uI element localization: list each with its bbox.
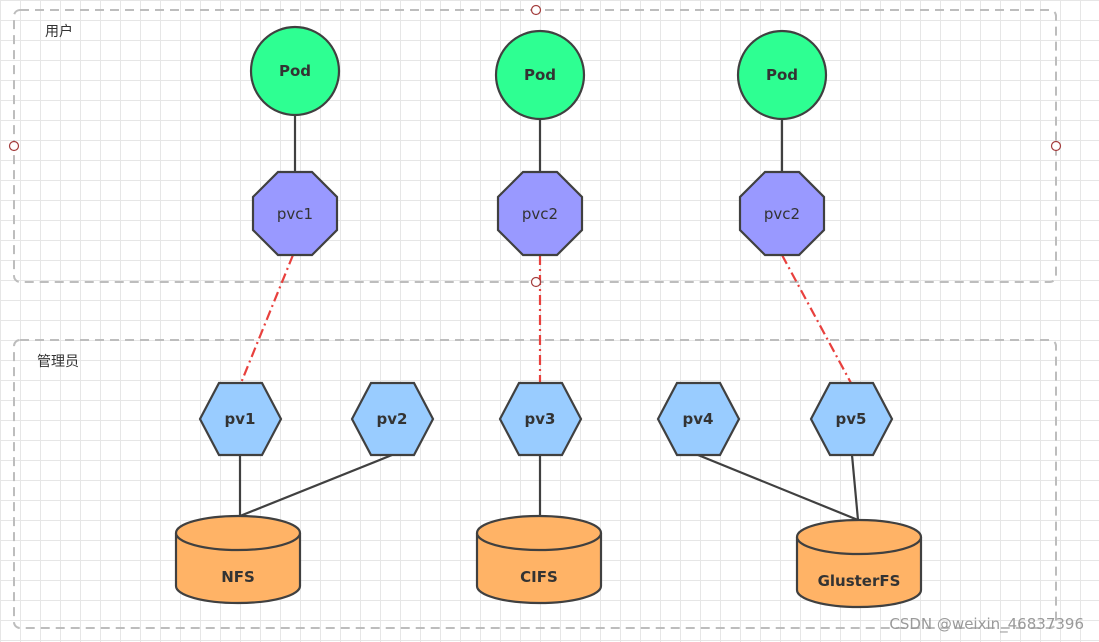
storage-label: CIFS <box>520 568 558 586</box>
pv-label: pv5 <box>836 410 867 428</box>
pv-node[interactable]: pv3 <box>498 381 583 457</box>
pv-label: pv3 <box>525 410 556 428</box>
pvc-node[interactable]: pvc1 <box>251 170 339 257</box>
pod-node[interactable]: Pod <box>249 25 341 117</box>
pvc-label: pvc2 <box>522 205 558 223</box>
watermark: CSDN @weixin_46837396 <box>889 615 1084 634</box>
pod-node[interactable]: Pod <box>736 29 828 121</box>
pod-node[interactable]: Pod <box>494 29 586 121</box>
selection-handle-left[interactable] <box>8 140 20 152</box>
pod-label: Pod <box>279 62 311 80</box>
pod-label: Pod <box>524 66 556 84</box>
storage-label: NFS <box>221 568 255 586</box>
user-group-label: 用户 <box>45 23 73 40</box>
pv-storage-connector <box>697 453 859 522</box>
pv-node[interactable]: pv4 <box>656 381 741 457</box>
pvc-pv-binding <box>781 254 852 384</box>
pv-node[interactable]: pv2 <box>350 381 435 457</box>
storage-node[interactable]: GlusterFS <box>795 518 923 609</box>
pod-label: Pod <box>766 66 798 84</box>
pv-storage-connector <box>850 454 860 521</box>
storage-node[interactable]: CIFS <box>475 514 603 605</box>
storage-label: GlusterFS <box>818 572 901 590</box>
pv-label: pv1 <box>225 410 256 428</box>
pvc-node[interactable]: pvc2 <box>738 170 826 257</box>
pvc-label: pvc1 <box>277 205 313 223</box>
pv-label: pv4 <box>683 410 714 428</box>
admin-group-label: 管理员 <box>37 354 79 370</box>
pvc-pv-binding <box>239 254 295 384</box>
selection-handle-right[interactable] <box>1050 140 1062 152</box>
pvc-label: pvc2 <box>764 205 800 223</box>
pv-node[interactable]: pv1 <box>198 381 283 457</box>
selection-handle-top[interactable] <box>530 4 542 16</box>
pv-label: pv2 <box>377 410 408 428</box>
pv-node[interactable]: pv5 <box>809 381 894 457</box>
pv-storage-connector <box>239 453 393 518</box>
pvc-node[interactable]: pvc2 <box>496 170 584 257</box>
selection-handle-bottom[interactable] <box>530 276 542 288</box>
admin-group-box <box>13 339 1057 629</box>
storage-node[interactable]: NFS <box>174 514 302 605</box>
